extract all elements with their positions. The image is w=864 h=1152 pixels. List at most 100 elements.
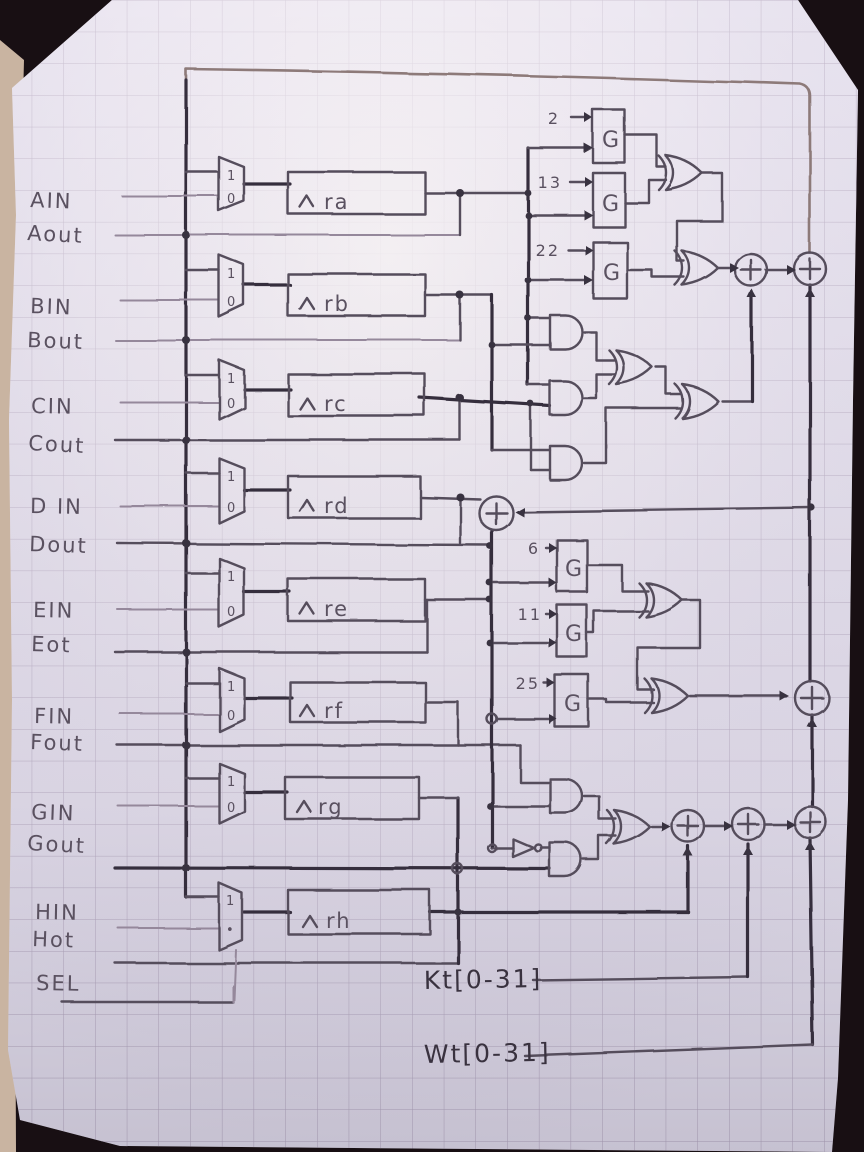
rot11-letter: G bbox=[565, 622, 584, 647]
svg-text:0: 0 bbox=[227, 501, 237, 516]
label-c-in: CIN bbox=[31, 394, 74, 419]
shift-6: 6 bbox=[528, 539, 540, 558]
svg-text:0: 0 bbox=[227, 295, 237, 310]
xor-gate-sigma1-2 bbox=[643, 677, 690, 715]
rotate-box-13 bbox=[591, 171, 627, 229]
kt-wire bbox=[531, 975, 750, 982]
register-rc bbox=[286, 372, 427, 418]
svg-text:1: 1 bbox=[227, 470, 237, 485]
register-rb-label: rb bbox=[324, 292, 350, 316]
and-gate-maj-ab bbox=[548, 313, 584, 351]
junction-ring-2 bbox=[451, 862, 465, 876]
svg-text:0: 0 bbox=[227, 709, 237, 724]
svg-text:0: 0 bbox=[227, 192, 237, 207]
mux-c bbox=[217, 358, 246, 421]
shift-22: 22 bbox=[536, 241, 560, 260]
label-g-in: GIN bbox=[31, 800, 76, 826]
register-rh-label: rh bbox=[326, 909, 352, 933]
label-d-in: D IN bbox=[30, 494, 83, 519]
and-gate-ch-ef bbox=[548, 777, 584, 815]
mux-d bbox=[217, 456, 246, 525]
register-rd bbox=[286, 474, 422, 520]
label-c-out: Cout bbox=[28, 431, 86, 458]
wt-wire bbox=[523, 1043, 815, 1058]
adder-sigma1 bbox=[793, 679, 831, 717]
label-e-out: Eot bbox=[31, 632, 72, 657]
wt-label: Wt[0-31] bbox=[424, 1038, 551, 1069]
xor-gate-ch bbox=[605, 808, 652, 846]
rotate-box-11 bbox=[555, 603, 589, 659]
svg-text:0: 0 bbox=[227, 605, 237, 620]
label-h-in: HIN bbox=[35, 900, 79, 925]
shift-25: 25 bbox=[516, 674, 540, 693]
label-b-in: BIN bbox=[30, 294, 73, 319]
rot25-letter: G bbox=[564, 692, 583, 717]
circuit-sketch bbox=[60, 67, 831, 1058]
svg-text:1: 1 bbox=[227, 372, 237, 387]
label-sel: SEL bbox=[36, 971, 81, 996]
labels: AIN Aout BIN Bout CIN Cout D IN Dout EIN… bbox=[27, 109, 622, 1069]
svg-text:•: • bbox=[226, 923, 236, 938]
shift-11: 11 bbox=[518, 605, 542, 624]
rotate-box-6 bbox=[555, 538, 589, 594]
rot13-letter: G bbox=[602, 192, 621, 217]
junction-ring-3 bbox=[486, 842, 498, 854]
label-a-in: AIN bbox=[30, 188, 73, 213]
mux-h bbox=[217, 881, 244, 952]
label-f-in: FIN bbox=[34, 704, 74, 729]
junction-ring-1 bbox=[485, 712, 499, 726]
label-f-out: Fout bbox=[30, 730, 85, 756]
arrowheads bbox=[515, 113, 817, 856]
shift-13: 13 bbox=[538, 173, 562, 192]
adder-wt bbox=[792, 804, 828, 840]
register-rd-label: rd bbox=[324, 494, 350, 518]
register-re bbox=[286, 577, 427, 623]
adder-d bbox=[477, 494, 515, 532]
register-rb bbox=[286, 272, 427, 318]
xor-gate-sigma0-2 bbox=[673, 249, 720, 287]
rotate-box-22 bbox=[591, 240, 629, 300]
svg-text:1: 1 bbox=[227, 775, 237, 790]
adder-ch-h bbox=[670, 808, 706, 844]
register-rh bbox=[286, 888, 432, 936]
register-ra-label: ra bbox=[324, 190, 350, 214]
register-rg bbox=[283, 775, 421, 821]
shift-2: 2 bbox=[548, 109, 560, 128]
register-rf bbox=[288, 680, 427, 724]
mux-a bbox=[217, 155, 246, 213]
register-rg-label: rg bbox=[318, 795, 344, 819]
mux-e bbox=[217, 556, 246, 629]
junction-dots bbox=[182, 189, 816, 916]
rot22-letter: G bbox=[603, 261, 622, 286]
svg-text:0: 0 bbox=[227, 801, 237, 816]
register-ra bbox=[286, 170, 427, 216]
svg-text:1: 1 bbox=[227, 267, 237, 282]
register-rc-label: rc bbox=[324, 392, 348, 416]
label-h-out: Hot bbox=[32, 927, 76, 952]
not-gate bbox=[511, 837, 544, 859]
and-gate-ch-eg bbox=[548, 841, 584, 879]
label-b-out: Bout bbox=[27, 328, 85, 354]
register-re-label: re bbox=[324, 597, 349, 621]
rot2-letter: G bbox=[602, 128, 621, 153]
feedback-wire-top bbox=[184, 67, 812, 255]
xor-gate-maj-2 bbox=[673, 382, 720, 420]
label-d-out: Dout bbox=[29, 532, 88, 558]
label-g-out: Gout bbox=[27, 831, 87, 858]
and-gate-maj-bc bbox=[548, 444, 584, 482]
adder-kt bbox=[730, 806, 766, 842]
rot6-letter: G bbox=[565, 557, 584, 582]
mux-f bbox=[217, 666, 246, 733]
svg-text:1: 1 bbox=[227, 570, 237, 585]
label-e-in: EIN bbox=[33, 598, 75, 623]
and-gate-maj-ac bbox=[548, 379, 584, 417]
kt-label: Kt[0-31] bbox=[424, 964, 543, 995]
svg-text:0: 0 bbox=[227, 397, 237, 412]
xor-gate-sigma1-1 bbox=[637, 581, 684, 619]
rotate-box-2 bbox=[591, 108, 627, 165]
xor-gate-sigma0-1 bbox=[657, 154, 704, 192]
xor-gate-maj-1 bbox=[607, 348, 654, 386]
register-rf-label: rf bbox=[324, 699, 344, 723]
svg-text:1: 1 bbox=[227, 169, 237, 184]
